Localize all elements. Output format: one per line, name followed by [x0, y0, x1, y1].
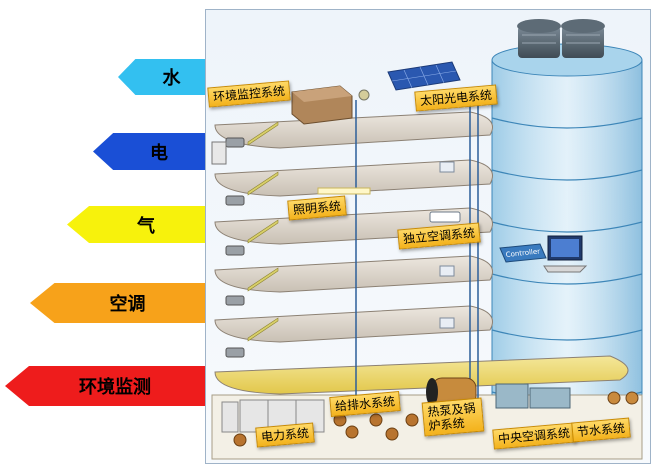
light-fixture-icon [318, 188, 370, 194]
camera-icon [226, 348, 244, 357]
camera-icon [226, 138, 244, 147]
camera-icon [226, 196, 244, 205]
ac-unit-icon [430, 212, 460, 222]
solar-panel-icon [388, 62, 460, 90]
label-heat-pump-system: 热泵及锅炉系统 [422, 397, 485, 436]
camera-icon [226, 296, 244, 305]
control-panel-icon [212, 142, 226, 164]
label-heat-pump-text: 热泵及锅炉系统 [427, 401, 476, 433]
camera-icon [226, 246, 244, 255]
chiller-icon [496, 384, 570, 408]
computer-icon [544, 236, 586, 272]
